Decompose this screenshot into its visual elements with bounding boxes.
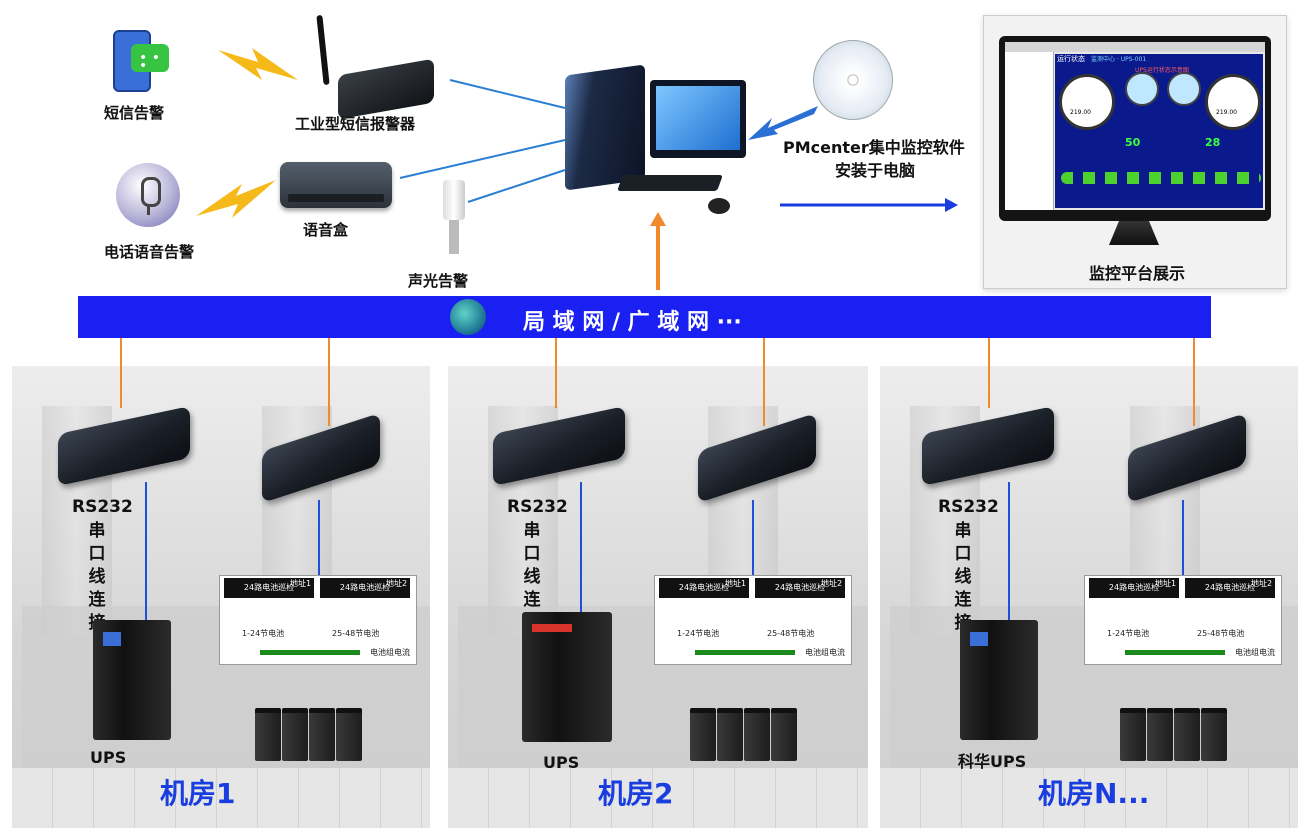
computer-tower	[565, 64, 645, 191]
room-2-title: 机房2	[598, 777, 674, 810]
battery-panel: 24路电池巡检 24路电池巡检 地址1 地址2 1-24节电池 25-48节电池…	[219, 575, 417, 665]
gauge-middle-2	[1167, 72, 1201, 106]
arrow-icon	[748, 106, 818, 140]
software-label-1: PMcenter集中监控软件	[783, 138, 965, 157]
sound-light-label: 声光告警	[408, 272, 469, 290]
connection-lines	[399, 79, 958, 290]
gauge-left: 219.00	[1059, 74, 1115, 130]
room-n-serial-label: RS232	[938, 497, 999, 517]
globe-icon	[450, 299, 486, 335]
gauge-middle	[1125, 72, 1159, 106]
computer-keyboard	[617, 175, 723, 191]
gauge-right: 219.00	[1205, 74, 1261, 130]
network-label: 局 域 网 / 广 域 网 ···	[523, 310, 742, 335]
battery-panel: 24路电池巡检 24路电池巡检 地址1 地址2 1-24节电池 25-48节电池…	[1084, 575, 1282, 665]
ups-unit	[960, 620, 1038, 740]
network-wire	[763, 338, 765, 426]
room-1-title: 机房1	[160, 777, 236, 810]
voice-box-label: 语音盒	[303, 221, 349, 239]
platform-frame: 运行状态 监测中心 · UPS-001 UPS运行状态示意图 219.00 21…	[983, 15, 1287, 289]
status-title: 运行状态	[1057, 55, 1085, 63]
graphic-title: UPS运行状态示意图	[1135, 67, 1189, 74]
platform-label: 监控平台展示	[1089, 264, 1186, 283]
industrial-sms-label: 工业型短信报警器	[295, 115, 416, 133]
readout-b: 28	[1205, 136, 1221, 149]
room-1-serial-label: RS232	[72, 497, 133, 517]
monitor-wire	[318, 500, 320, 575]
network-wire	[328, 338, 330, 426]
monitor-wire	[1182, 500, 1184, 575]
serial-wire	[145, 482, 147, 622]
network-wire	[988, 338, 990, 408]
network-wire	[1193, 338, 1195, 426]
ups-unit	[522, 612, 612, 742]
microphone-icon	[116, 163, 180, 227]
status-breadcrumb: 监测中心 · UPS-001	[1091, 56, 1147, 63]
network-bar: 局 域 网 / 广 域 网 ···	[78, 296, 1211, 338]
lightning-icon	[218, 48, 298, 80]
monitor-stand	[1109, 221, 1159, 245]
readout-a: 50	[1125, 136, 1141, 149]
monitor-wire	[752, 500, 754, 575]
strobe-alarm-device	[441, 180, 467, 260]
voice-alarm-label: 电话语音告警	[104, 243, 195, 261]
room-2-ups-label: UPS	[543, 753, 580, 772]
room-1-ups-label: UPS	[90, 748, 127, 767]
phone-sms-icon: • • •	[113, 30, 169, 92]
battery-panel: 24路电池巡检 24路电池巡检 地址1 地址2 1-24节电池 25-48节电池…	[654, 575, 852, 665]
network-wire	[120, 338, 122, 408]
serial-wire	[580, 482, 582, 612]
room-2-serial-label: RS232	[507, 497, 568, 517]
platform-monitor: 运行状态 监测中心 · UPS-001 UPS运行状态示意图 219.00 21…	[999, 36, 1271, 221]
software-label-2: 安装于电脑	[835, 161, 916, 180]
ups-unit	[93, 620, 171, 740]
room-n-title: 机房N...	[1038, 777, 1150, 810]
lightning-icon	[196, 180, 276, 218]
room-n-ups-label: 科华UPS	[958, 752, 1027, 771]
voice-box-device	[280, 162, 392, 208]
software-cd-icon	[813, 40, 893, 120]
sms-alarm-label: 短信告警	[104, 104, 165, 122]
computer-mouse	[708, 198, 730, 214]
computer-monitor	[650, 80, 746, 158]
indicator-row	[1061, 172, 1261, 184]
serial-wire	[1008, 482, 1010, 622]
network-wire	[555, 338, 557, 408]
